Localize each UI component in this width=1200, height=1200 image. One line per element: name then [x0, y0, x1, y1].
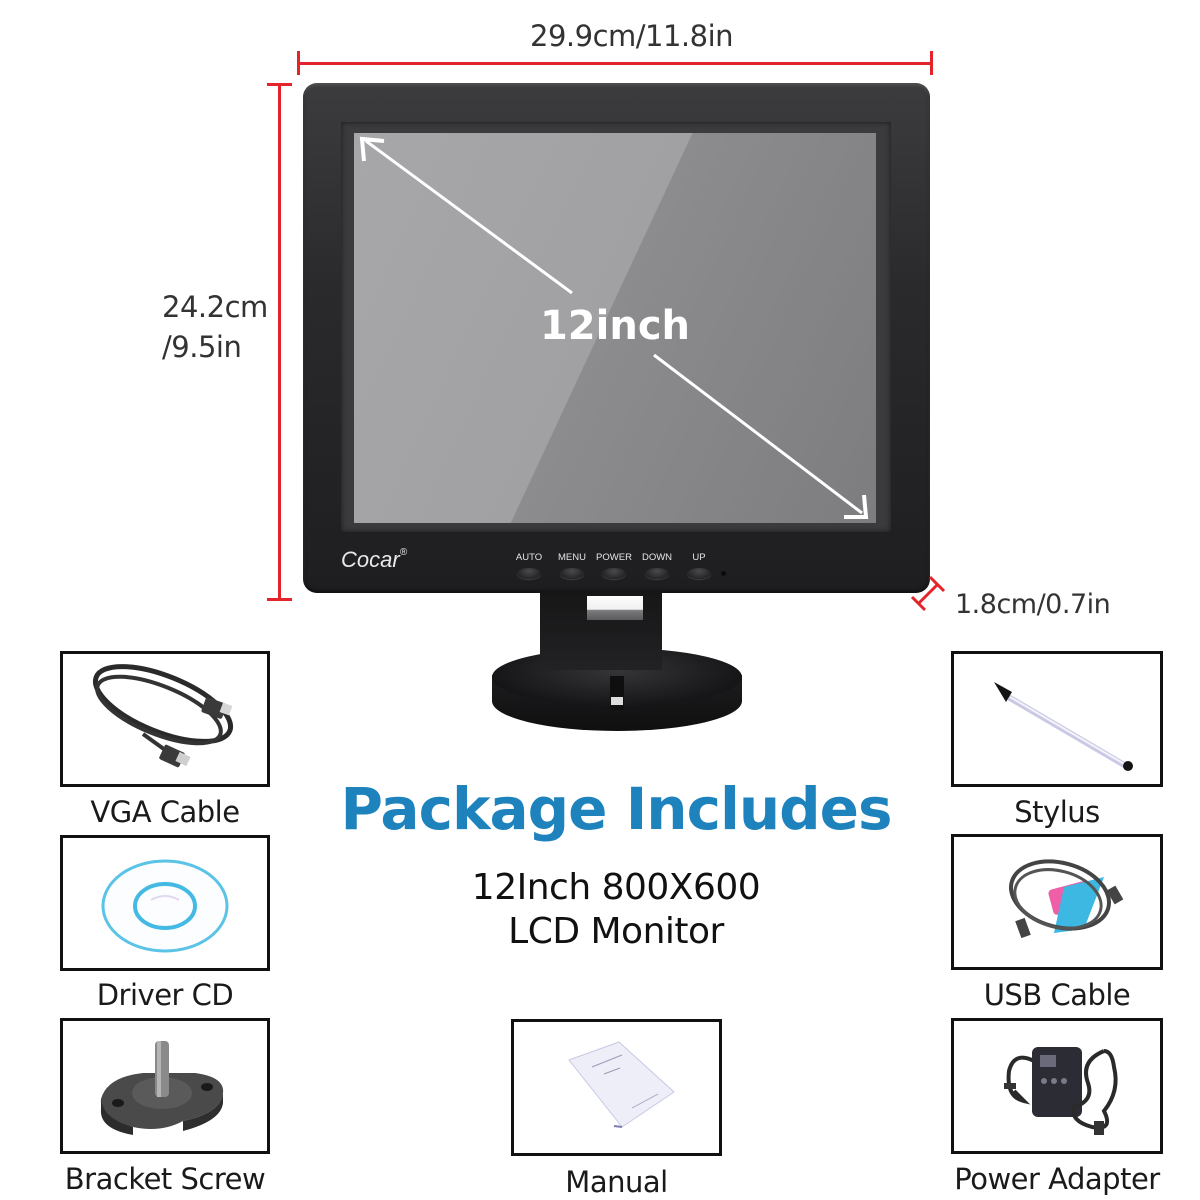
width-dimension-label: 29.9cm/11.8in: [530, 19, 734, 53]
main-item-label: 12Inch 800X600 LCD Monitor: [300, 866, 932, 954]
width-dimension-cap-left: [297, 51, 300, 75]
vga-cable-box: [60, 651, 270, 787]
button-label-menu: MENU: [558, 552, 586, 563]
stylus-icon: [994, 682, 1133, 771]
button-label-auto: AUTO: [515, 552, 543, 563]
vga-cable-icon: [92, 664, 234, 768]
brand-name: Cocar: [341, 547, 400, 572]
height-dimension-line: [278, 84, 281, 600]
cd-icon: [101, 859, 229, 953]
manual-label: Manual: [565, 1165, 668, 1199]
usb-cable-box: [951, 834, 1163, 970]
diagonal-arrow-icon: [359, 136, 869, 519]
button-label-power: POWER: [596, 552, 632, 563]
height-dimension-cm: 24.2cm: [162, 290, 268, 324]
usb-cable-label: USB Cable: [983, 978, 1131, 1012]
main-item-line2: LCD Monitor: [508, 911, 724, 952]
power-led-icon: [721, 571, 726, 576]
stand-slot: [587, 596, 643, 620]
auto-button[interactable]: [517, 568, 541, 579]
up-button[interactable]: [687, 568, 711, 579]
vga-cable-label: VGA Cable: [90, 795, 240, 829]
usb-cable-icon: [1008, 859, 1124, 939]
height-dimension-label: 24.2cm /9.5in: [162, 287, 268, 367]
height-dimension-in: /9.5in: [162, 330, 242, 364]
monitor-screen: 12inch: [354, 133, 876, 523]
main-item-line1: 12Inch 800X600: [471, 867, 761, 908]
power-button[interactable]: [602, 568, 626, 579]
stand-channel-light: [611, 697, 623, 705]
width-dimension-cap-right: [930, 51, 933, 75]
driver-cd-box: [60, 835, 270, 971]
brand-logo: Cocar®: [341, 547, 407, 573]
stylus-box: [951, 651, 1163, 787]
depth-dimension-icon: [910, 575, 946, 612]
driver-cd-label: Driver CD: [96, 978, 234, 1012]
menu-button[interactable]: [560, 568, 584, 579]
power-adapter-label: Power Adapter: [954, 1162, 1160, 1196]
manual-box: [511, 1019, 722, 1156]
bracket-screw-label: Bracket Screw: [64, 1162, 266, 1196]
bracket-screw-box: [60, 1018, 270, 1154]
screen-size-label: 12inch: [539, 303, 691, 349]
power-adapter-icon: [1004, 1047, 1118, 1135]
height-dimension-cap-top: [267, 83, 292, 86]
registered-mark: ®: [399, 546, 408, 558]
power-adapter-box: [951, 1018, 1163, 1154]
button-label-up: UP: [692, 552, 706, 563]
manual-icon: [568, 1041, 675, 1128]
package-includes-title: Package Includes: [340, 775, 892, 843]
depth-dimension-label: 1.8cm/0.7in: [955, 589, 1111, 620]
button-label-down: DOWN: [641, 552, 673, 563]
stylus-label: Stylus: [1014, 795, 1100, 829]
height-dimension-cap-bottom: [267, 598, 292, 601]
down-button[interactable]: [645, 568, 669, 579]
screw-icon: [100, 1041, 224, 1135]
width-dimension-line: [297, 62, 933, 65]
